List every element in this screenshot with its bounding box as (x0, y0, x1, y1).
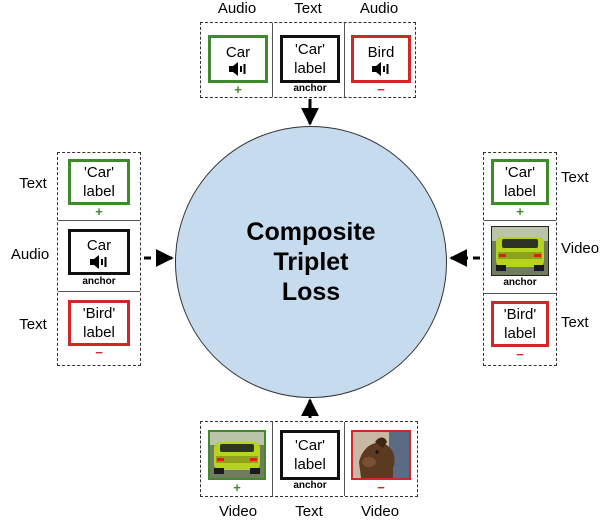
bottom-text-anchor-label: 'Car' label (294, 437, 326, 473)
positive-marker: + (516, 204, 524, 219)
right-label-2: Video (561, 240, 600, 257)
anchor-marker: anchor (503, 277, 537, 288)
anchor-marker: anchor (82, 276, 116, 287)
right-text-positive-label: 'Car' label (504, 164, 536, 200)
negative-marker: − (95, 345, 103, 360)
left-text-negative-label: 'Bird' label (82, 305, 116, 341)
car-rear-image (491, 226, 549, 276)
speaker-icon (90, 254, 107, 269)
car-rear-image-graphic (210, 432, 264, 478)
top-audio-positive-box: Car (208, 35, 268, 83)
top-text-anchor-box: 'Car' label (280, 35, 340, 83)
top-triplet-group: Car + 'Car' label anchor Bird − (200, 22, 416, 98)
left-audio-anchor-label: Car (86, 236, 112, 254)
bottom-triplet-group: + 'Car' label anchor − (200, 421, 418, 497)
top-text-anchor-label: 'Car' label (294, 41, 326, 77)
top-audio-negative-box: Bird (351, 35, 411, 83)
bottom-footer-1: Video (218, 503, 258, 520)
left-triplet-group: 'Car' label + Car anchor 'Bird' label − (57, 152, 141, 366)
negative-marker: − (516, 347, 524, 362)
left-text-positive-label: 'Car' label (83, 164, 115, 200)
anchor-marker: anchor (293, 480, 327, 491)
top-header-1: Audio (217, 0, 257, 17)
right-triplet-group: 'Car' label + anchor 'Bird' label − (483, 152, 557, 366)
right-label-1: Text (561, 169, 589, 186)
bottom-footer-2: Text (295, 503, 323, 520)
anchor-marker: anchor (293, 83, 327, 94)
left-audio-anchor-box: Car (68, 229, 130, 275)
top-audio-positive-label: Car (225, 43, 251, 61)
right-label-3: Text (561, 314, 589, 331)
left-label-1: Text (19, 175, 47, 192)
top-audio-negative-label: Bird (367, 43, 395, 61)
positive-marker: + (233, 480, 241, 495)
left-label-2: Audio (10, 246, 50, 263)
positive-marker: + (95, 204, 103, 219)
right-text-positive-box: 'Car' label (491, 159, 549, 205)
dog-image (351, 430, 411, 480)
car-rear-image (208, 430, 266, 480)
bottom-text-anchor-box: 'Car' label (280, 430, 340, 480)
left-text-negative-box: 'Bird' label (68, 300, 130, 346)
positive-marker: + (234, 82, 242, 97)
left-label-3: Text (19, 316, 47, 333)
car-rear-image-graphic (492, 227, 548, 275)
top-header-3: Audio (359, 0, 399, 17)
composite-triplet-loss-circle: Composite Triplet Loss (175, 126, 447, 398)
negative-marker: − (377, 82, 385, 97)
top-header-2: Text (294, 0, 322, 17)
bottom-footer-3: Video (360, 503, 400, 520)
right-text-negative-label: 'Bird' label (503, 306, 537, 342)
speaker-icon (372, 61, 389, 76)
left-text-positive-box: 'Car' label (68, 159, 130, 205)
negative-marker: − (377, 480, 385, 495)
right-text-negative-box: 'Bird' label (491, 301, 549, 347)
dog-image-graphic (353, 432, 409, 478)
loss-label: Composite Triplet Loss (246, 218, 376, 306)
speaker-icon (229, 61, 246, 76)
